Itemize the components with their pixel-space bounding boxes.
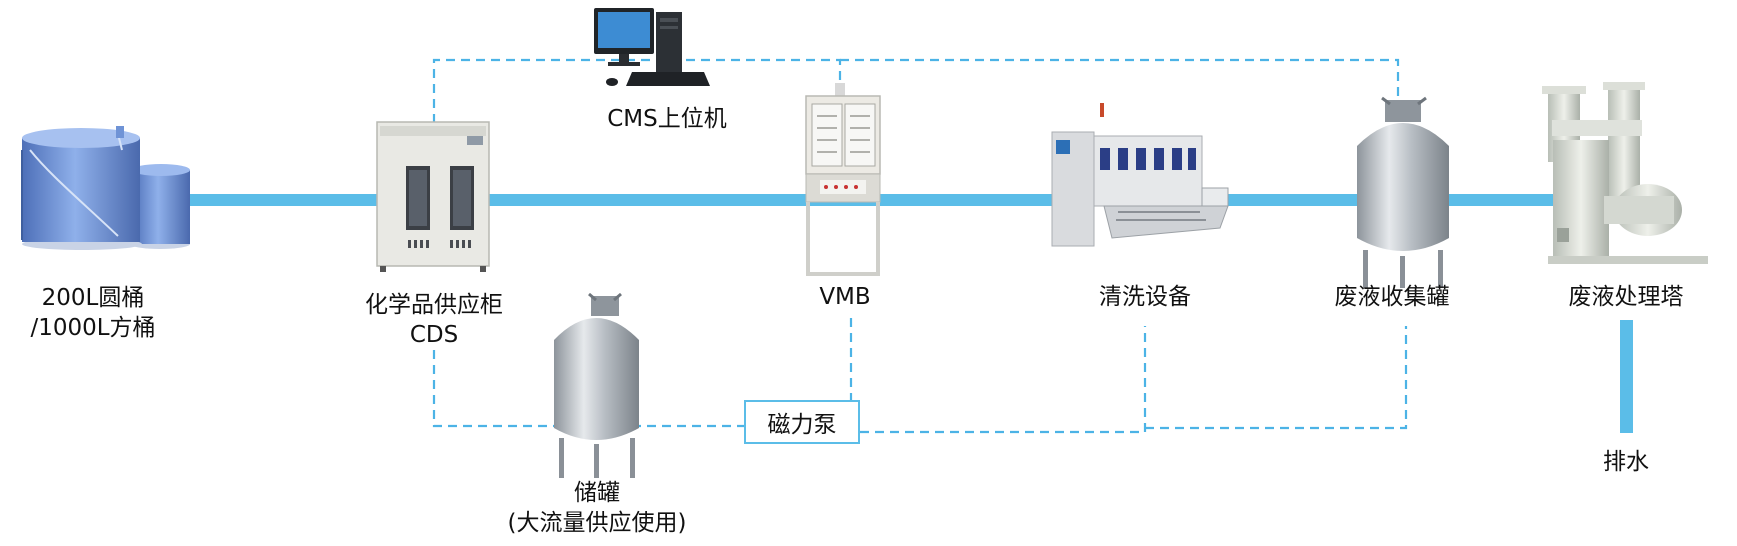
storage-label-line1: 储罐 [573,480,620,506]
drum-label: 200L圆桶 /1000L方桶 [30,283,155,343]
storage-label: 储罐 (大流量供应使用) [508,478,687,538]
pump-label: 磁力泵 [767,412,837,438]
computer-icon [594,8,710,86]
tower-label: 废液处理塔 [1568,284,1684,310]
cds-label-line1: 化学品供应柜 [365,292,503,318]
cds-label: 化学品供应柜 CDS [365,290,503,350]
cms-label: CMS上位机 [607,106,727,132]
chemical-cabinet-icon [376,121,490,272]
drain-pipe [1620,320,1633,433]
magnetic-pump-box: 磁力泵 [744,400,860,444]
storage-label-line2: (大流量供应使用) [507,510,687,536]
drum-label-line1: 200L圆桶 [41,285,145,311]
waste-tank-label: 废液收集罐 [1334,284,1450,310]
cleaning-machine-icon [1051,103,1229,247]
drum-label-line2: /1000L方桶 [30,315,156,341]
cleaner-label: 清洗设备 [1099,284,1191,310]
signal-lines [432,58,1400,138]
return-lines [432,318,1408,434]
drain-label: 排水 [1603,449,1649,475]
treatment-tower-icon [1542,82,1708,264]
vmb-cabinet-icon [805,83,881,276]
blue-storage-tank-icon [21,126,190,250]
cds-label-line2: CDS [409,322,459,348]
steel-tank-icon [1357,96,1449,288]
storage-tank-icon [554,292,639,478]
vmb-label: VMB [819,284,871,310]
